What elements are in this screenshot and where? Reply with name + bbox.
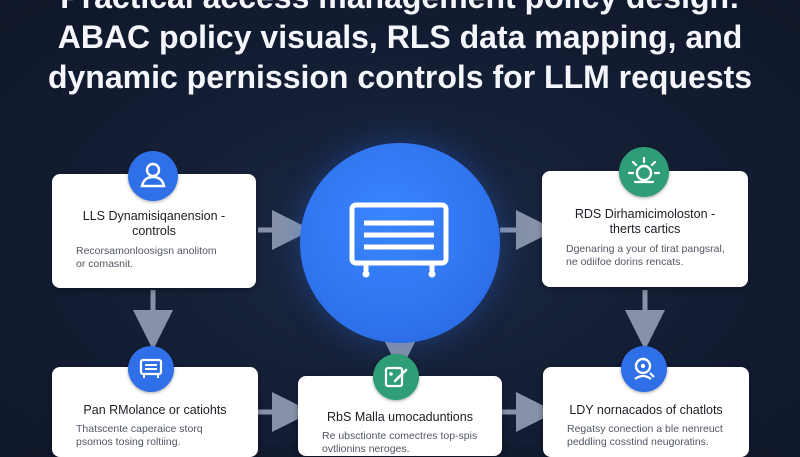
card-top-left-title-1: LLS Dynamisiqanension - [82,209,226,223]
briefcase-icon [349,202,449,278]
card-bottom-left-title-1: Pan RMolance or catiohts [83,403,227,417]
title-line-3: dynamic pernission controls for LLM requ… [47,59,753,95]
location-icon [621,346,667,392]
card-bottom-left-body-2: psomos tosing roltiing. [76,436,181,448]
card-bottom-right-body-1: Regatsy conection a ble nenreuct [567,423,723,435]
card-top-right-body-2: ne odiifoe dorins rencats. [566,256,684,268]
connector-arrows [133,210,665,432]
card-top-right-title-2: therts cartics [609,222,681,236]
card-bottom-right-title-1: LDY nornacados of chatlots [569,403,723,417]
card-bottom-right-body-2: peddling cosstind neugoratins. [567,436,709,448]
title-line-2: ABAC policy visuals, RLS data mapping, a… [57,19,743,55]
card-bottom-left-body-1: Thatscente caperaice storq [76,423,203,435]
sun-icon [619,147,669,197]
central-hub [300,143,500,343]
cart-icon [128,346,174,392]
card-bottom-center-title-1: RbS Malla umocaduntions [327,410,473,424]
card-bottom-center-body-1: Re ubsctionte comectres top-spis [322,430,478,442]
user-icon [128,151,178,201]
card-top-right-body-1: Dgenaring a your of tirat pangsral, [566,243,725,255]
title-line-1: Practical access management policy desig… [0,0,800,16]
card-top-left-body-2: or comasnit. [76,258,134,270]
edit-icon [373,354,419,400]
card-top-left-title-2: controls [132,224,176,238]
card-top-right-title-1: RDS Dirhamicimoloston - [574,207,716,221]
card-top-right: RDS Dirhamicimoloston - therts cartics D… [542,171,748,287]
card-top-left-body-1: Recorsamonloosigsn anolitom [76,245,217,257]
card-top-left: LLS Dynamisiqanension - controls Recorsa… [52,174,256,288]
